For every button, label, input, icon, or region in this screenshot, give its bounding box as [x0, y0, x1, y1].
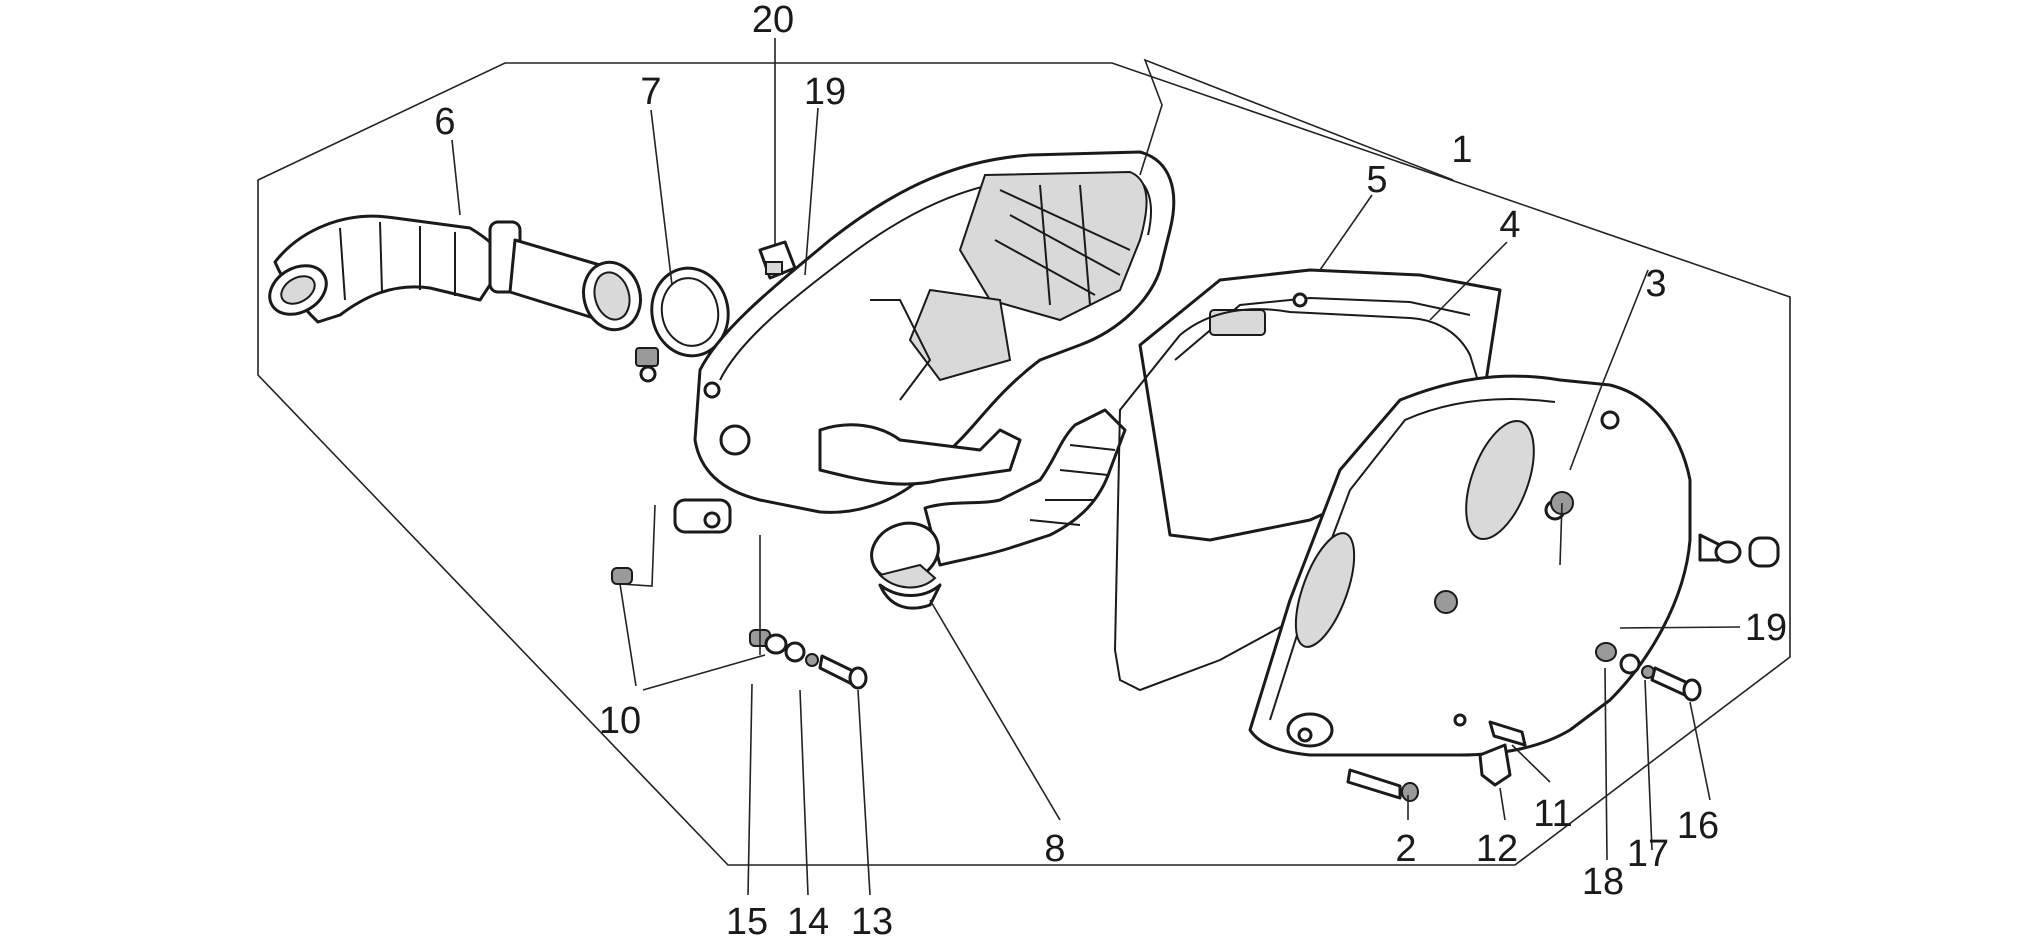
leader-lines	[451, 38, 1741, 896]
washer-part-14	[784, 641, 819, 667]
callout-10: 10	[599, 700, 641, 742]
callout-11: 11	[1533, 793, 1572, 835]
intake-duct-part	[268, 214, 642, 332]
screw-part-2	[1346, 768, 1419, 802]
callout-20: 20	[752, 0, 794, 41]
callout-8: 8	[1044, 828, 1065, 870]
callout-3: 3	[1645, 263, 1666, 305]
breather-hose-part	[870, 408, 1127, 610]
assembly-boundary	[257, 62, 1791, 866]
callout-12: 12	[1476, 828, 1518, 870]
callout-7: 7	[640, 71, 661, 113]
filter-housing-case	[673, 150, 1176, 534]
drain-cap-part-12	[1478, 743, 1512, 787]
screw-part-13	[818, 654, 868, 690]
callout-6: 6	[434, 101, 455, 143]
callout-1: 1	[1451, 129, 1472, 171]
filter-cover-part	[1248, 374, 1692, 757]
callout-13: 13	[851, 901, 893, 938]
callout-4: 4	[1499, 204, 1520, 246]
hose-clamp-part	[635, 266, 730, 383]
spacer-part-15	[764, 633, 788, 655]
spacer-part-18	[1595, 642, 1617, 662]
callout-2: 2	[1395, 828, 1416, 870]
screw-part-16	[1650, 666, 1702, 702]
clip-part-11	[1488, 720, 1527, 747]
callout-16: 16	[1677, 805, 1719, 847]
callout-15: 15	[726, 901, 768, 938]
drain-fitting	[1698, 533, 1780, 568]
callout-19-right: 19	[1745, 607, 1787, 649]
bolt-part-10-upper	[611, 567, 633, 585]
washer-part-17	[1619, 653, 1655, 679]
callout-18: 18	[1582, 861, 1624, 903]
callout-5: 5	[1366, 159, 1387, 201]
callout-17: 17	[1627, 833, 1669, 875]
callout-19-top: 19	[804, 71, 846, 113]
callout-14: 14	[787, 901, 829, 938]
